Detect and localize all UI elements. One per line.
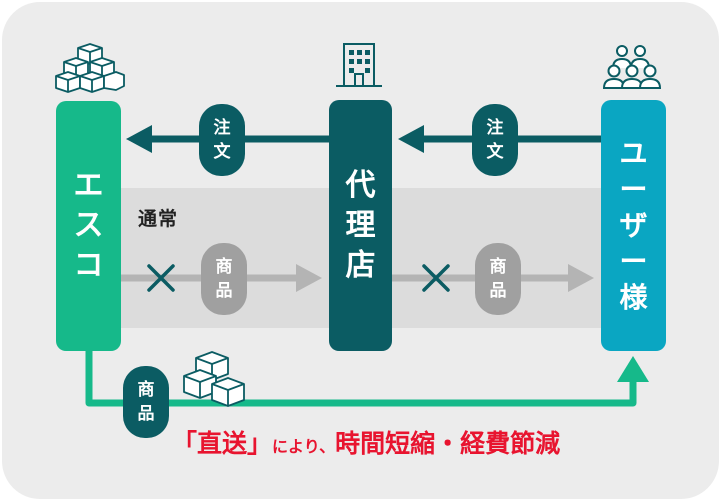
node-agency-label: 代理店 bbox=[345, 167, 376, 283]
goods-pill-direct-label: 商品 bbox=[137, 380, 155, 424]
goods-pill-direct: 商品 bbox=[123, 366, 169, 438]
goods-pill-left-label: 商品 bbox=[215, 257, 233, 301]
order-pill-left: 注文 bbox=[199, 104, 245, 176]
order-pill-left-label: 注文 bbox=[213, 118, 231, 162]
people-group-icon bbox=[602, 45, 662, 89]
node-esco-label: エスコ bbox=[73, 168, 104, 283]
goods-pill-right-label: 商品 bbox=[489, 257, 507, 301]
node-user-label: ユーザー様 bbox=[619, 136, 648, 314]
boxes-icon bbox=[183, 351, 245, 407]
caption-emphasis: 直送 bbox=[197, 429, 248, 458]
cross-icon bbox=[422, 264, 450, 292]
order-pill-right-label: 注文 bbox=[486, 118, 504, 162]
caption-bracket-open: 「 bbox=[172, 429, 198, 458]
node-agency: 代理店 bbox=[329, 100, 392, 351]
node-esco: エスコ bbox=[56, 101, 121, 351]
caption-rest: 時間短縮・経費節減 bbox=[335, 429, 561, 458]
boxes-stack-icon bbox=[55, 43, 125, 93]
direct-delivery-caption: 「直送」により、時間短縮・経費節減 bbox=[172, 424, 632, 464]
goods-pill-right: 商品 bbox=[475, 243, 521, 315]
node-user: ユーザー様 bbox=[601, 100, 666, 351]
cross-icon bbox=[147, 264, 175, 292]
normal-route-label: 通常 bbox=[138, 208, 179, 230]
goods-pill-left: 商品 bbox=[201, 243, 247, 315]
direct-delivery-arrow bbox=[85, 351, 649, 407]
caption-bracket-close: 」 bbox=[247, 429, 273, 458]
order-pill-right: 注文 bbox=[472, 104, 518, 176]
caption-middle: により、 bbox=[272, 437, 336, 456]
building-icon bbox=[336, 43, 382, 87]
